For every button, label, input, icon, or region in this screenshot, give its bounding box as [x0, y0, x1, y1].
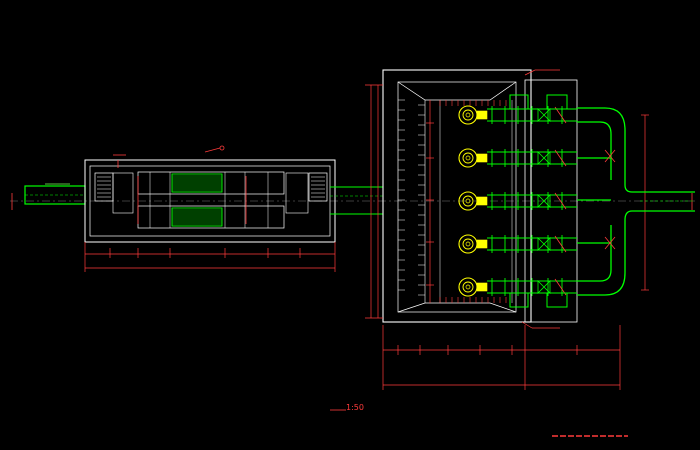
valve-icon	[537, 194, 551, 208]
tank-dimensions	[84, 242, 336, 272]
pump-unit	[458, 191, 577, 211]
pump-casing-icon	[458, 148, 478, 168]
pump-casing-icon	[458, 234, 478, 254]
valve-icon	[537, 280, 551, 294]
suction-well-ticks	[439, 100, 507, 303]
pump-unit	[458, 277, 577, 308]
discharge-manifold	[577, 107, 695, 296]
pump-unit	[458, 148, 577, 168]
scale-label: 1:50	[346, 403, 364, 412]
valve-icon	[537, 151, 551, 165]
pump-house	[382, 69, 578, 323]
pump-casing-icon	[458, 277, 478, 297]
pump-casing-icon	[458, 105, 478, 125]
inlet-chamber-right	[308, 172, 328, 202]
filter-media-bottom	[171, 207, 223, 227]
filter-media-top	[171, 173, 223, 193]
valve-icon	[537, 237, 551, 251]
tank-markers	[113, 145, 247, 224]
pump-unit	[458, 94, 577, 125]
pump-unit	[458, 234, 577, 254]
pump-house-dimensions	[365, 69, 649, 390]
pump-house-ticks	[398, 99, 425, 296]
connecting-pipe	[330, 186, 383, 215]
pump-array	[458, 94, 577, 308]
outlet-stubs	[604, 149, 616, 250]
